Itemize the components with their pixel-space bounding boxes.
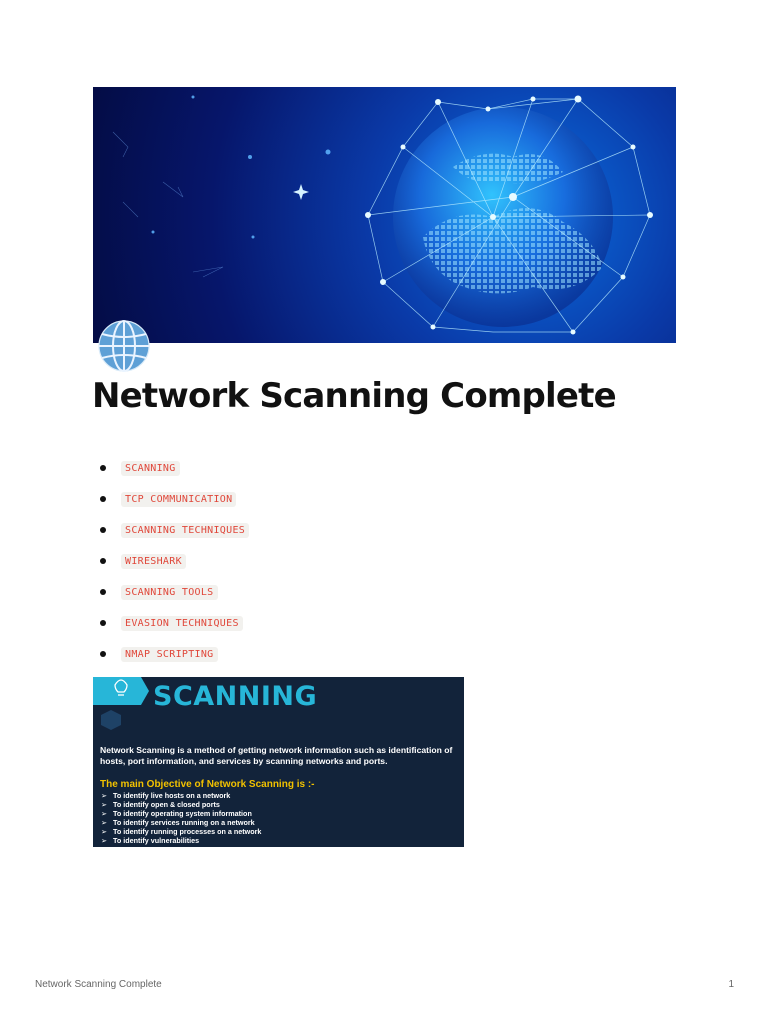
toc-item[interactable]: NMAP SCRIPTING bbox=[100, 639, 249, 670]
lightbulb-hexagon-icon bbox=[93, 677, 149, 730]
arrow-bullet-icon: ➢ bbox=[101, 836, 108, 845]
toc-item[interactable]: SCANNING TOOLS bbox=[100, 577, 249, 608]
bullet-icon bbox=[100, 651, 106, 657]
slide-description: Network Scanning is a method of getting … bbox=[100, 745, 453, 766]
bullet-icon bbox=[100, 589, 106, 595]
objective-item: ➢To identify live hosts on a network bbox=[101, 791, 231, 800]
toc-item-label: NMAP SCRIPTING bbox=[121, 647, 218, 662]
toc-item-label: SCANNING TOOLS bbox=[121, 585, 218, 600]
globe-network-illustration bbox=[112, 95, 653, 335]
arrow-bullet-icon: ➢ bbox=[101, 827, 108, 836]
slide-objective-heading: The main Objective of Network Scanning i… bbox=[100, 779, 315, 790]
toc-item[interactable]: EVASION TECHNIQUES bbox=[100, 608, 249, 639]
toc-list: SCANNING TCP COMMUNICATION SCANNING TECH… bbox=[100, 453, 250, 670]
scanning-slide-image: SCANNING Network Scanning is a method of… bbox=[93, 677, 464, 847]
bullet-icon bbox=[100, 496, 106, 502]
objective-item: ➢To identify open & closed ports bbox=[101, 800, 220, 809]
toc-item-label: WIRESHARK bbox=[121, 554, 186, 569]
slide-title: SCANNING bbox=[153, 681, 318, 712]
arrow-bullet-icon: ➢ bbox=[101, 809, 108, 818]
objective-item: ➢To identify services running on a netwo… bbox=[101, 818, 255, 827]
toc-item[interactable]: TCP COMMUNICATION bbox=[100, 484, 249, 515]
toc-item[interactable]: SCANNING TECHNIQUES bbox=[100, 515, 250, 546]
globe-with-meridians-icon bbox=[96, 320, 152, 372]
objective-list: ➢To identify live hosts on a network ➢To… bbox=[101, 791, 261, 845]
objective-item: ➢To identify running processes on a netw… bbox=[101, 827, 262, 836]
page-title: Network Scanning Complete bbox=[92, 376, 617, 416]
toc-item-label: TCP COMMUNICATION bbox=[121, 492, 237, 507]
toc-item-label: SCANNING bbox=[121, 461, 180, 476]
footer-page-number: 1 bbox=[728, 979, 734, 990]
objective-item: ➢To identify vulnerabilities bbox=[101, 836, 200, 845]
bullet-icon bbox=[100, 465, 106, 471]
toc-item-label: EVASION TECHNIQUES bbox=[121, 616, 243, 631]
toc-item-label: SCANNING TECHNIQUES bbox=[121, 523, 250, 538]
cover-image bbox=[93, 87, 676, 343]
toc-item[interactable]: SCANNING bbox=[100, 453, 249, 484]
arrow-bullet-icon: ➢ bbox=[101, 818, 108, 827]
arrow-bullet-icon: ➢ bbox=[101, 800, 108, 809]
bullet-icon bbox=[100, 527, 106, 533]
arrow-bullet-icon: ➢ bbox=[101, 791, 108, 800]
toc-item[interactable]: WIRESHARK bbox=[100, 546, 249, 577]
bullet-icon bbox=[100, 620, 106, 626]
footer-doc-name: Network Scanning Complete bbox=[35, 979, 162, 990]
objective-item: ➢To identify operating system informatio… bbox=[101, 809, 252, 818]
bullet-icon bbox=[100, 558, 106, 564]
